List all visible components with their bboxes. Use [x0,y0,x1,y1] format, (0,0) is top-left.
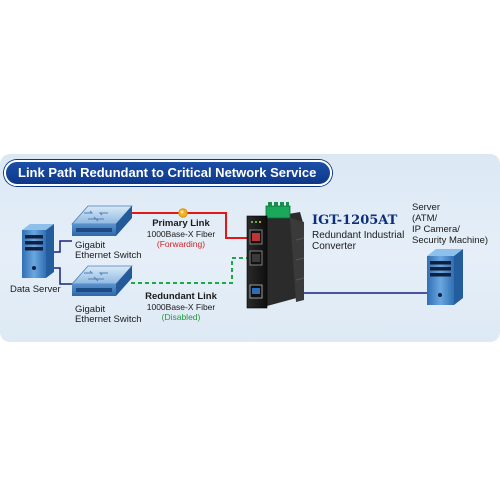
switch-top-label-line2: Ethernet Switch [75,250,142,261]
remote-server-label-line2: (ATM/ [412,213,438,224]
converter-description: Redundant Industrial Converter [312,230,404,252]
data-server-label: Data Server [10,284,61,295]
switch-icon [71,265,133,296]
switch-icon [71,205,133,236]
link-status-led-icon [178,208,188,218]
switch-top-label-line1: Gigabit [75,240,106,251]
primary-link-title: Primary Link [152,218,210,229]
diagram-title: Link Path Redundant to Critical Network … [4,160,332,186]
redundant-link-media: 1000Base-X Fiber [146,302,216,312]
remote-server-label: Server (ATM/ IP Camera/ Security Machine… [412,202,488,246]
remote-server-label-line1: Server [412,202,440,213]
data-server-icon [22,224,54,278]
converter-description-line1: Redundant Industrial [312,230,405,241]
converter-icon [246,202,305,309]
converter-description-line2: Converter [312,241,356,252]
redundant-link-title: Redundant Link [145,291,217,302]
server-icon [427,249,463,305]
redundant-fiber-link [131,257,249,284]
ethernet-link-server-to-bottom-switch [50,267,72,285]
ethernet-link-server-to-top-switch [50,240,72,253]
converter-model: IGT-1205AT [312,213,398,228]
switch-bottom-label-line2: Ethernet Switch [75,314,142,325]
primary-link-state: (Forwarding) [156,239,206,249]
remote-server-label-line3: IP Camera/ [412,224,460,235]
redundant-link-state: (Disabled) [161,312,201,322]
remote-server-label-line4: Security Machine) [412,235,489,246]
primary-link-media: 1000Base-X Fiber [146,229,216,239]
switch-bottom-label-line1: Gigabit [75,304,106,315]
